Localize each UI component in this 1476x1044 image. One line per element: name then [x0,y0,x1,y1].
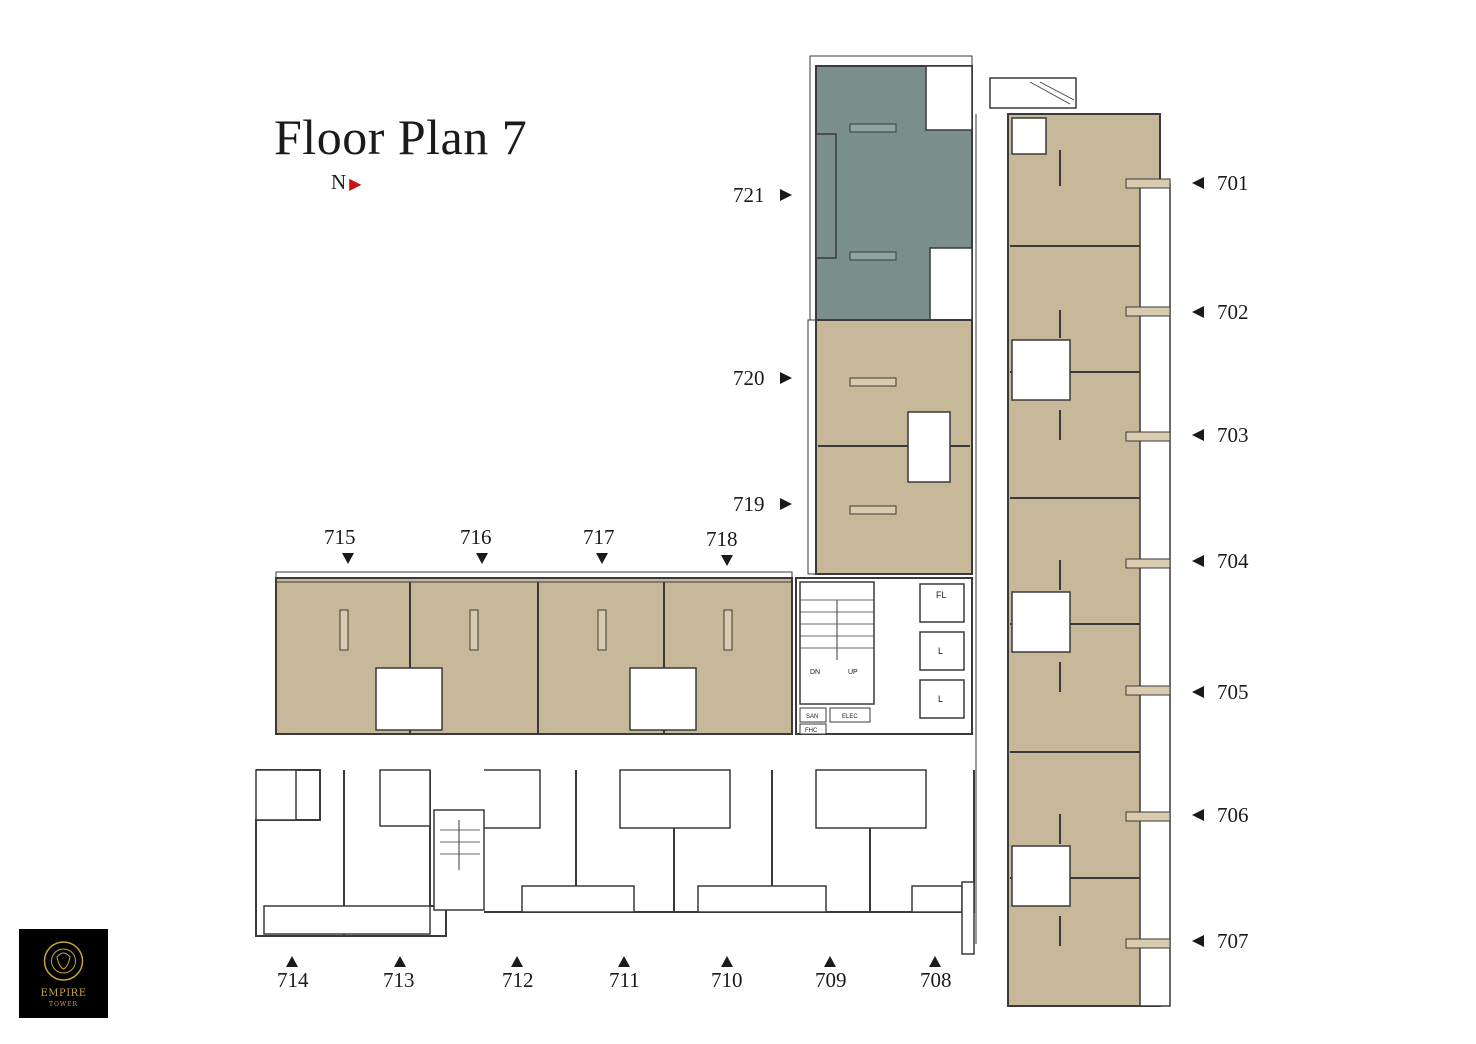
unit-label-721: 721 [733,183,765,207]
unit-713-marker-icon [394,956,406,967]
stair-up-label: UP [848,669,858,676]
fire-lift [919,583,965,623]
stair-down-label: DN [810,669,820,676]
core: DN UP FL L L SAN ELEC FHC [795,77,1077,735]
south-wing [255,769,975,955]
unit-719-marker-icon [780,498,792,510]
svg-text:FL: FL [936,590,947,600]
unit-704-marker-icon [1192,555,1204,567]
north-letter: N [331,170,347,194]
lift-2 [919,679,965,719]
west-wing-top [275,571,793,735]
lift-1 [919,631,965,671]
unit-markers [286,177,1204,967]
unit-717-marker-icon [596,553,608,564]
svg-text:L: L [938,646,943,656]
unit-label-719: 719 [733,492,765,516]
top-units-block [275,577,793,735]
unit-label-709: 709 [815,968,847,992]
unit-721-marker-icon [780,189,792,201]
unit-label-710: 710 [711,968,743,992]
unit-label-707: 707 [1217,929,1249,953]
unit-label-706: 706 [1217,803,1249,827]
unit-label-705: 705 [1217,680,1249,704]
unit-label-711: 711 [609,968,640,992]
lion-crest-icon [43,941,84,981]
unit-702-marker-icon [1192,306,1204,318]
unit-709-marker-icon [824,956,836,967]
north-arrow-icon: ▶ [349,176,362,193]
corridor-walls [975,114,1009,1006]
svg-text:ELEC: ELEC [842,714,858,720]
unit-705-marker-icon [1192,686,1204,698]
unit-label-717: 717 [583,525,615,549]
unit-712-marker-icon [511,956,523,967]
empire-tower-logo: EMPIRE TOWER [19,929,108,1018]
unit-711-marker-icon [618,956,630,967]
unit-label-713: 713 [383,968,415,992]
unit-label-715: 715 [324,525,356,549]
unit-label-714: 714 [277,968,309,992]
unit-label-718: 718 [706,527,738,551]
logo-sub: TOWER [49,1001,78,1008]
north-wing [807,55,973,575]
unit-706-marker-icon [1192,809,1204,821]
svg-text:FHC: FHC [805,728,818,734]
east-wing [1007,113,1171,1007]
unit-label-703: 703 [1217,423,1249,447]
page-title: Floor Plan 7 [274,109,528,165]
svg-text:L: L [938,694,943,704]
unit-718-marker-icon [721,555,733,566]
unit-714-marker-icon [286,956,298,967]
unit-716-marker-icon [476,553,488,564]
unit-label-702: 702 [1217,300,1249,324]
unit-label-708: 708 [920,968,952,992]
svg-text:SAN: SAN [806,714,818,720]
unit-label-720: 720 [733,366,765,390]
north-indicator: N▶ [331,170,361,195]
east-balcony-strip [1139,183,1171,1007]
unit-710-marker-icon [721,956,733,967]
unit-703-marker-icon [1192,429,1204,441]
unit-label-701: 701 [1217,171,1249,195]
unit-715-marker-icon [342,553,354,564]
unit-701-marker-icon [1192,177,1204,189]
unit-707-marker-icon [1192,935,1204,947]
unit-708-marker-icon [929,956,941,967]
unit-label-712: 712 [502,968,534,992]
unit-720-marker-icon [780,372,792,384]
logo-brand: EMPIRE [40,988,87,999]
unit-label-716: 716 [460,525,492,549]
unit-label-704: 704 [1217,549,1249,573]
